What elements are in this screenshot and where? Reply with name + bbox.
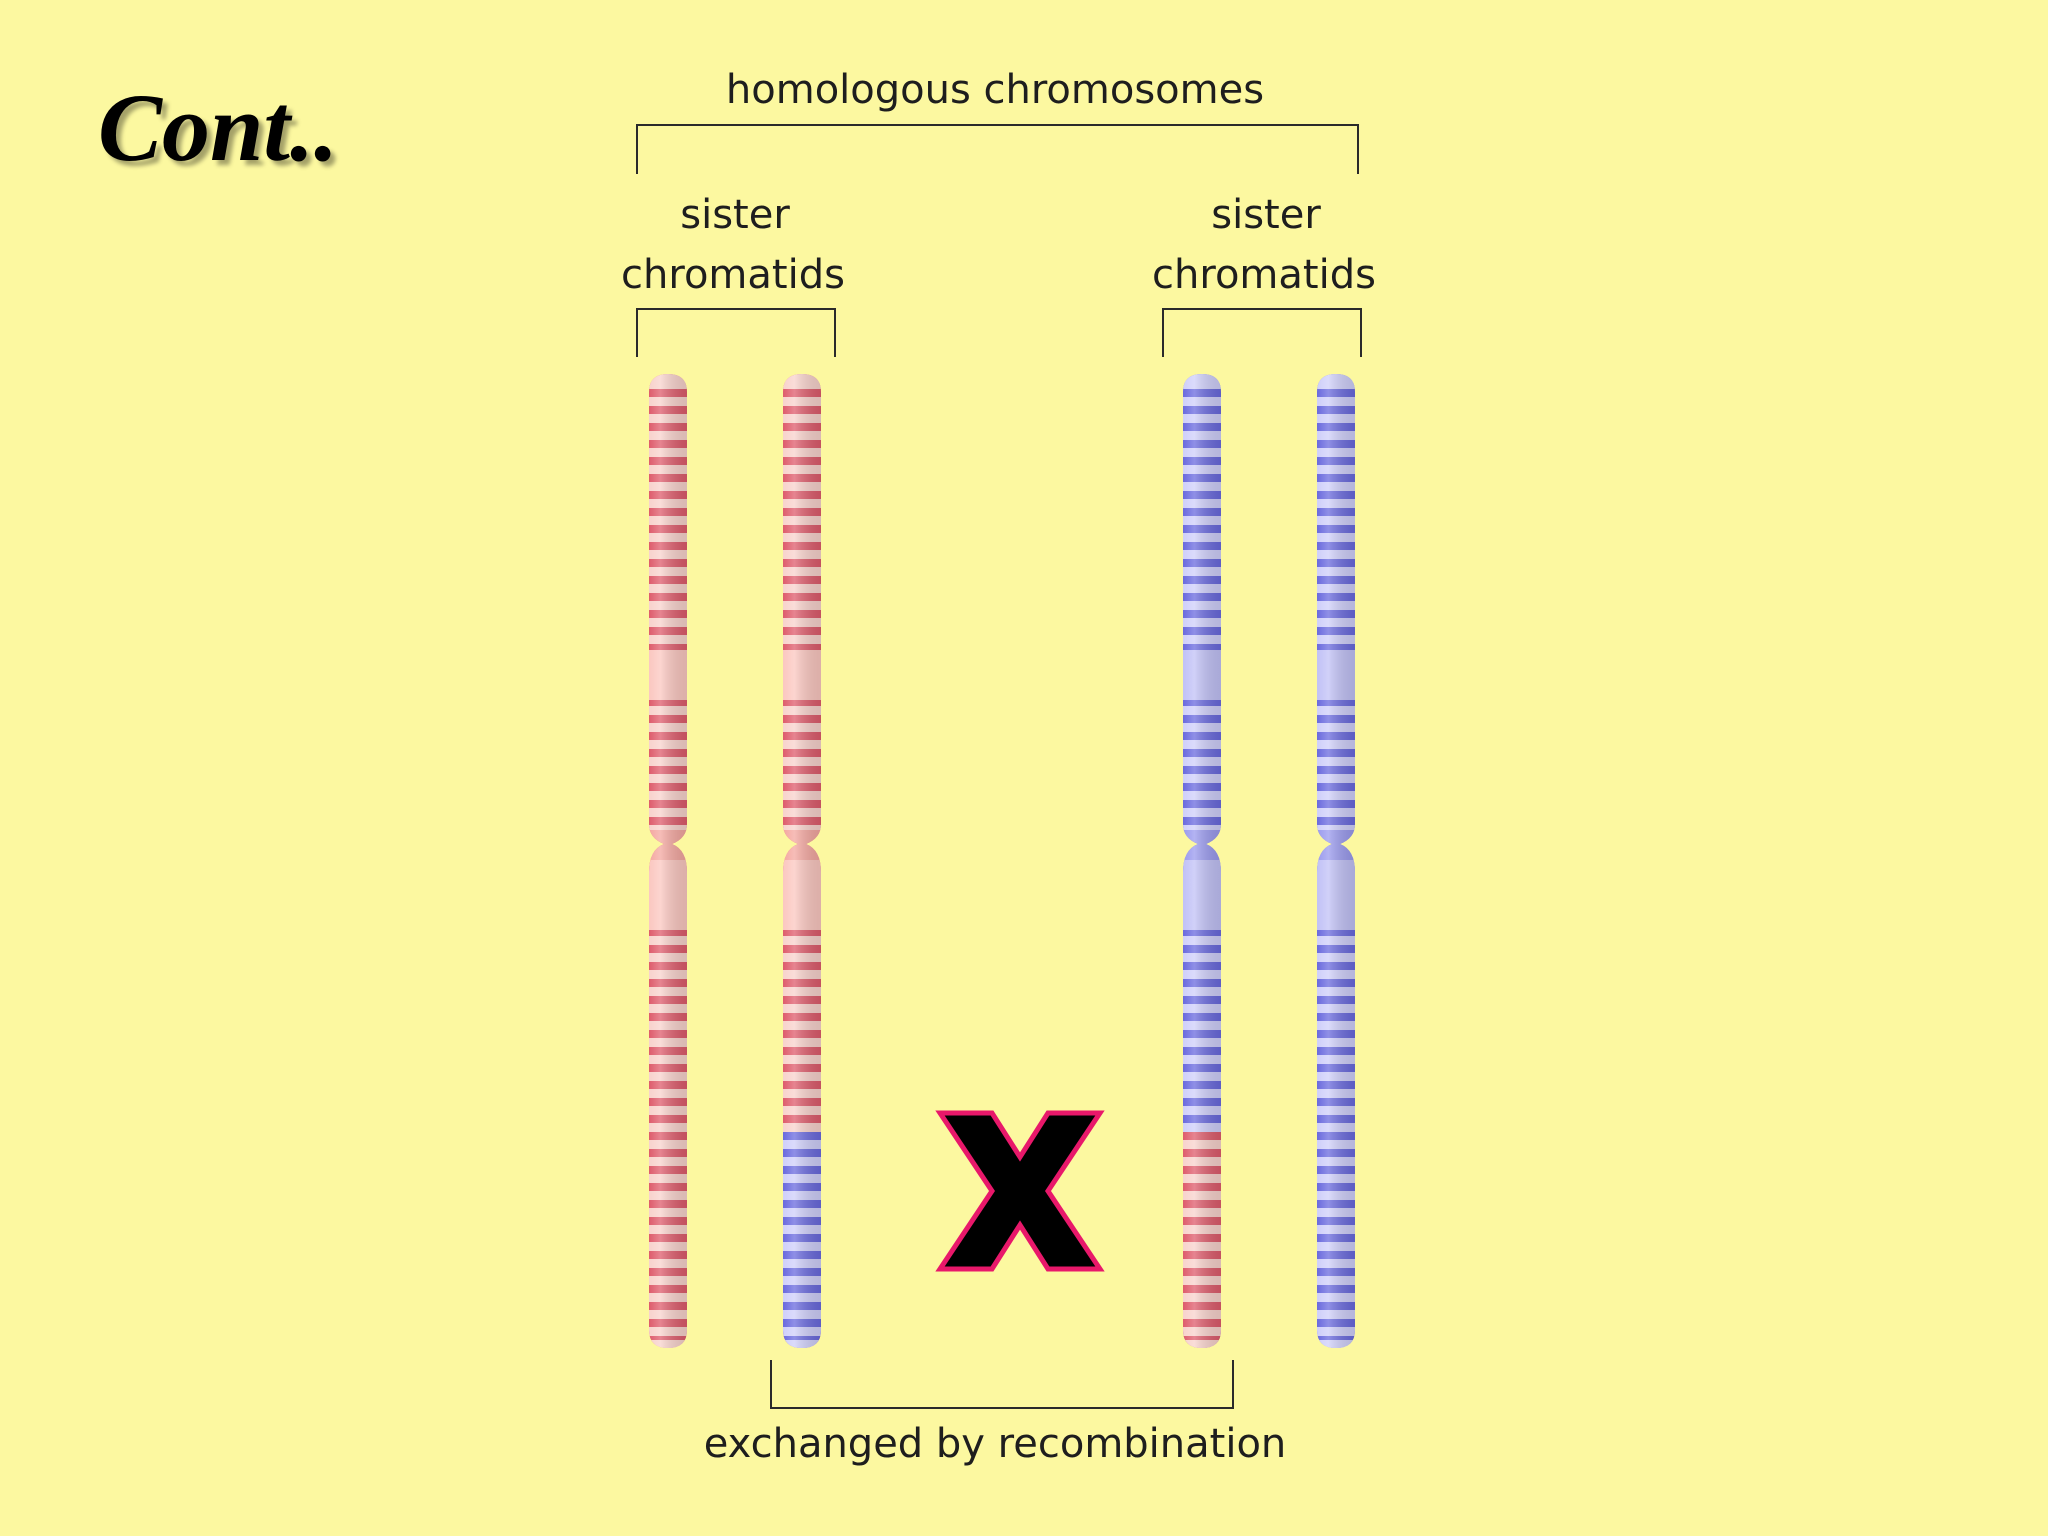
slide-title: Cont..: [98, 74, 339, 181]
chromatids-group: [649, 374, 1355, 1348]
sister-bracket-right: [1162, 308, 1362, 357]
homologous-label: homologous chromosomes: [726, 67, 1264, 113]
sister-bracket-left: [636, 308, 836, 357]
sister-chromatids-right-label-1: sister: [1211, 192, 1321, 238]
sister-chromatids-left-label-2: chromatids: [621, 252, 845, 298]
recombination-label: exchanged by recombination: [704, 1421, 1287, 1467]
recombination-bracket: [770, 1360, 1234, 1409]
homologous-bracket: [636, 124, 1359, 174]
blue-chromatid-2: [1317, 374, 1355, 1348]
sister-chromatids-right-label-2: chromatids: [1152, 252, 1376, 298]
sister-chromatids-left-label-1: sister: [680, 192, 790, 238]
blue-chromatid-1-recombined: [1183, 374, 1221, 1348]
red-chromatid-2-recombined: [783, 374, 821, 1348]
red-chromatid-1: [649, 374, 687, 1348]
x-mark-icon: [935, 1110, 1105, 1272]
